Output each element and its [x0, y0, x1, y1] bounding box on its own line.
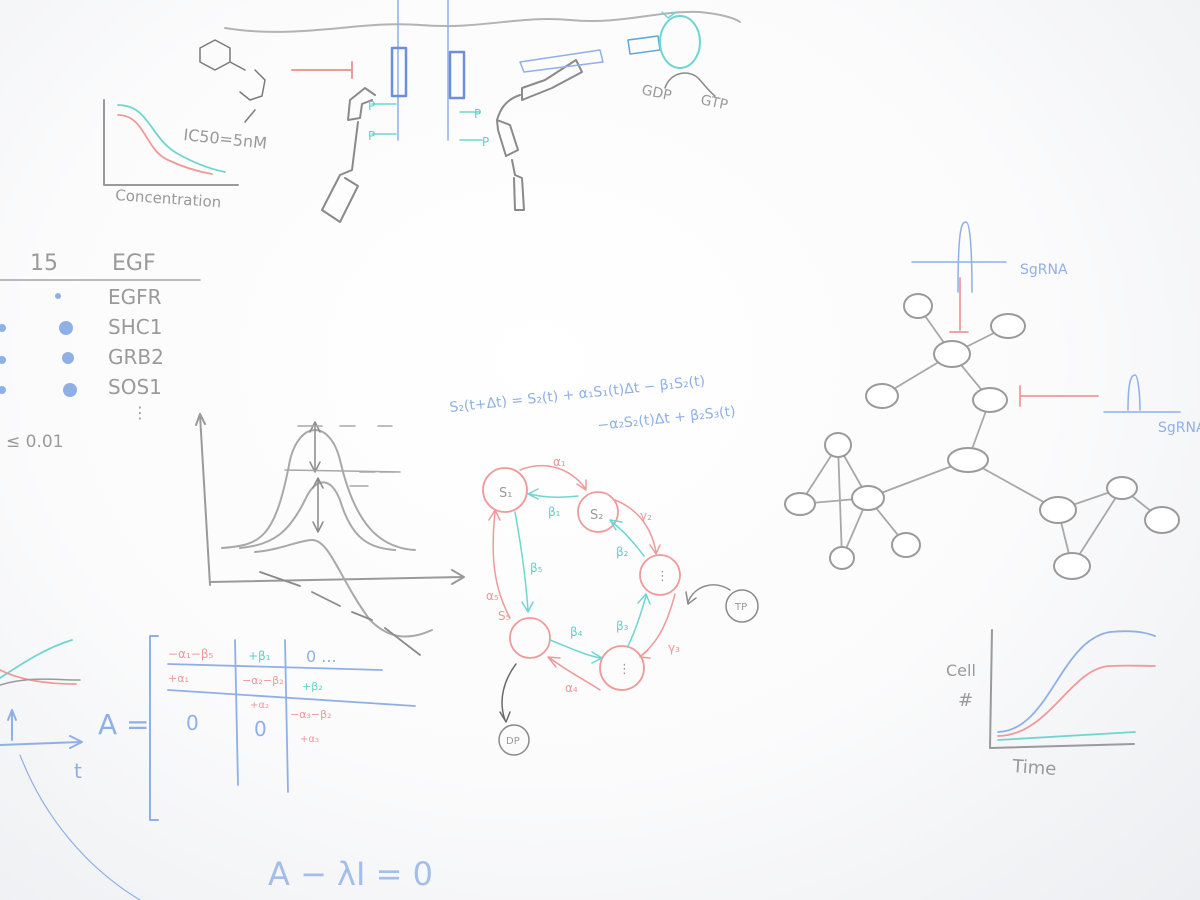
receptor-left-tm [390, 46, 408, 98]
state-node-s4 [599, 645, 645, 691]
network-graph [784, 221, 1181, 580]
matrix-r1c3: 0 ... [306, 647, 337, 666]
growth-ylabel-2: # [958, 690, 973, 711]
time-xlabel: t [74, 759, 82, 783]
membrane-sketch [199, 0, 741, 223]
rate-alpha1: α₁ [553, 455, 566, 469]
adaptor-bar [519, 49, 604, 73]
dose-response-plot [103, 99, 239, 186]
ic50-label: IC50=5nM [183, 125, 268, 153]
phospho-label-1: P [368, 99, 375, 113]
rate-beta3: β₃ [616, 619, 629, 633]
state-label-s5: S₅ [498, 609, 511, 623]
tp-node [725, 589, 759, 623]
phospho-label-4: P [482, 135, 489, 149]
matrix-r1c2: +β₁ [248, 649, 271, 663]
state-label-s2: S₂ [590, 508, 603, 523]
growth-curve-blue [997, 630, 1156, 733]
eigen-equation: A − λI = 0 [268, 855, 433, 893]
rate-beta2: β₂ [616, 545, 629, 559]
receptor-right-tm [448, 50, 466, 100]
matrix-r3c1: 0 [186, 711, 199, 735]
rate-alpha4: α₄ [565, 681, 578, 695]
state-node-s1 [482, 467, 528, 513]
growth-xlabel: Time [1011, 756, 1057, 780]
gene-ellipsis: ⋮ [132, 403, 148, 422]
peak-plot [195, 413, 465, 656]
drug-molecule-icon [199, 39, 266, 123]
matrix-r2c3: +β₂ [302, 680, 323, 693]
gene-row-1: SHC1 [108, 315, 162, 339]
gdp-label: GDP [640, 82, 673, 104]
gene-row-2: GRB2 [108, 345, 164, 369]
matrix [149, 635, 416, 821]
phospho-label-2: P [368, 129, 375, 143]
rate-gamma2: γ₂ [640, 509, 652, 523]
table-header-ligand: EGF [112, 251, 156, 276]
table-header-number: 15 [30, 251, 58, 276]
gene-dots [0, 293, 77, 397]
growth-plot [989, 629, 1156, 749]
phospho-label-3: P [474, 107, 481, 121]
state-node-s3 [639, 554, 681, 596]
tp-label: TP [734, 602, 747, 613]
matrix-r3c3b: +α₃ [300, 734, 319, 745]
rate-beta4: β₄ [570, 625, 583, 639]
gene-row-0: EGFR [108, 285, 162, 309]
rate-gamma3: γ₃ [668, 641, 680, 655]
state-label-s4: ⋮ [618, 662, 631, 677]
sgrna-label-top: SgRNA [1020, 262, 1068, 278]
matrix-lhs: A = [98, 708, 150, 741]
dp-node [498, 724, 530, 756]
dose-response-axes [103, 99, 239, 186]
rate-beta5: β₅ [530, 561, 543, 575]
dose-response-xlabel: Concentration [115, 186, 222, 211]
matrix-r3c3: −α₃−β₂ [290, 708, 332, 721]
gene-row-3: SOS1 [108, 375, 162, 399]
equation-line-1: S₂(t+Δt) = S₂(t) + α₁S₁(t)Δt − β₁S₂(t) [449, 373, 706, 416]
matrix-r3c2a: +α₂ [250, 700, 269, 711]
state-cycle [482, 465, 759, 756]
dose-response-curve-red [117, 114, 213, 175]
gtpase-icon [659, 15, 701, 69]
dp-label: DP [506, 736, 520, 747]
gtp-label: GTP [699, 92, 729, 113]
growth-curve-red [997, 664, 1156, 737]
matrix-r2c1: +α₁ [168, 672, 189, 685]
matrix-r2c2: −α₂−β₂ [242, 674, 284, 687]
inhibitor-bar [291, 61, 353, 79]
rate-beta1: β₁ [548, 505, 561, 519]
sgrna-label-right: SgRNA [1158, 420, 1200, 436]
state-node-s5 [509, 617, 551, 659]
growth-ylabel-1: Cell [946, 661, 976, 680]
rate-alpha5: α₅ [486, 589, 499, 603]
state-node-s2 [577, 491, 619, 533]
state-label-s3: ⋮ [656, 569, 669, 584]
pvalue-threshold: ≤ 0.01 [6, 432, 64, 452]
state-label-s1: S₁ [499, 486, 512, 501]
equation-line-2: −α₂S₂(t)Δt + β₂S₃(t) [597, 404, 737, 434]
dose-response-curve-teal [117, 104, 226, 173]
matrix-r1c1: −α₁−β₅ [168, 647, 213, 661]
growth-curve-teal [997, 731, 1136, 741]
time-plot [0, 639, 141, 900]
matrix-r3c2: 0 [254, 717, 267, 741]
